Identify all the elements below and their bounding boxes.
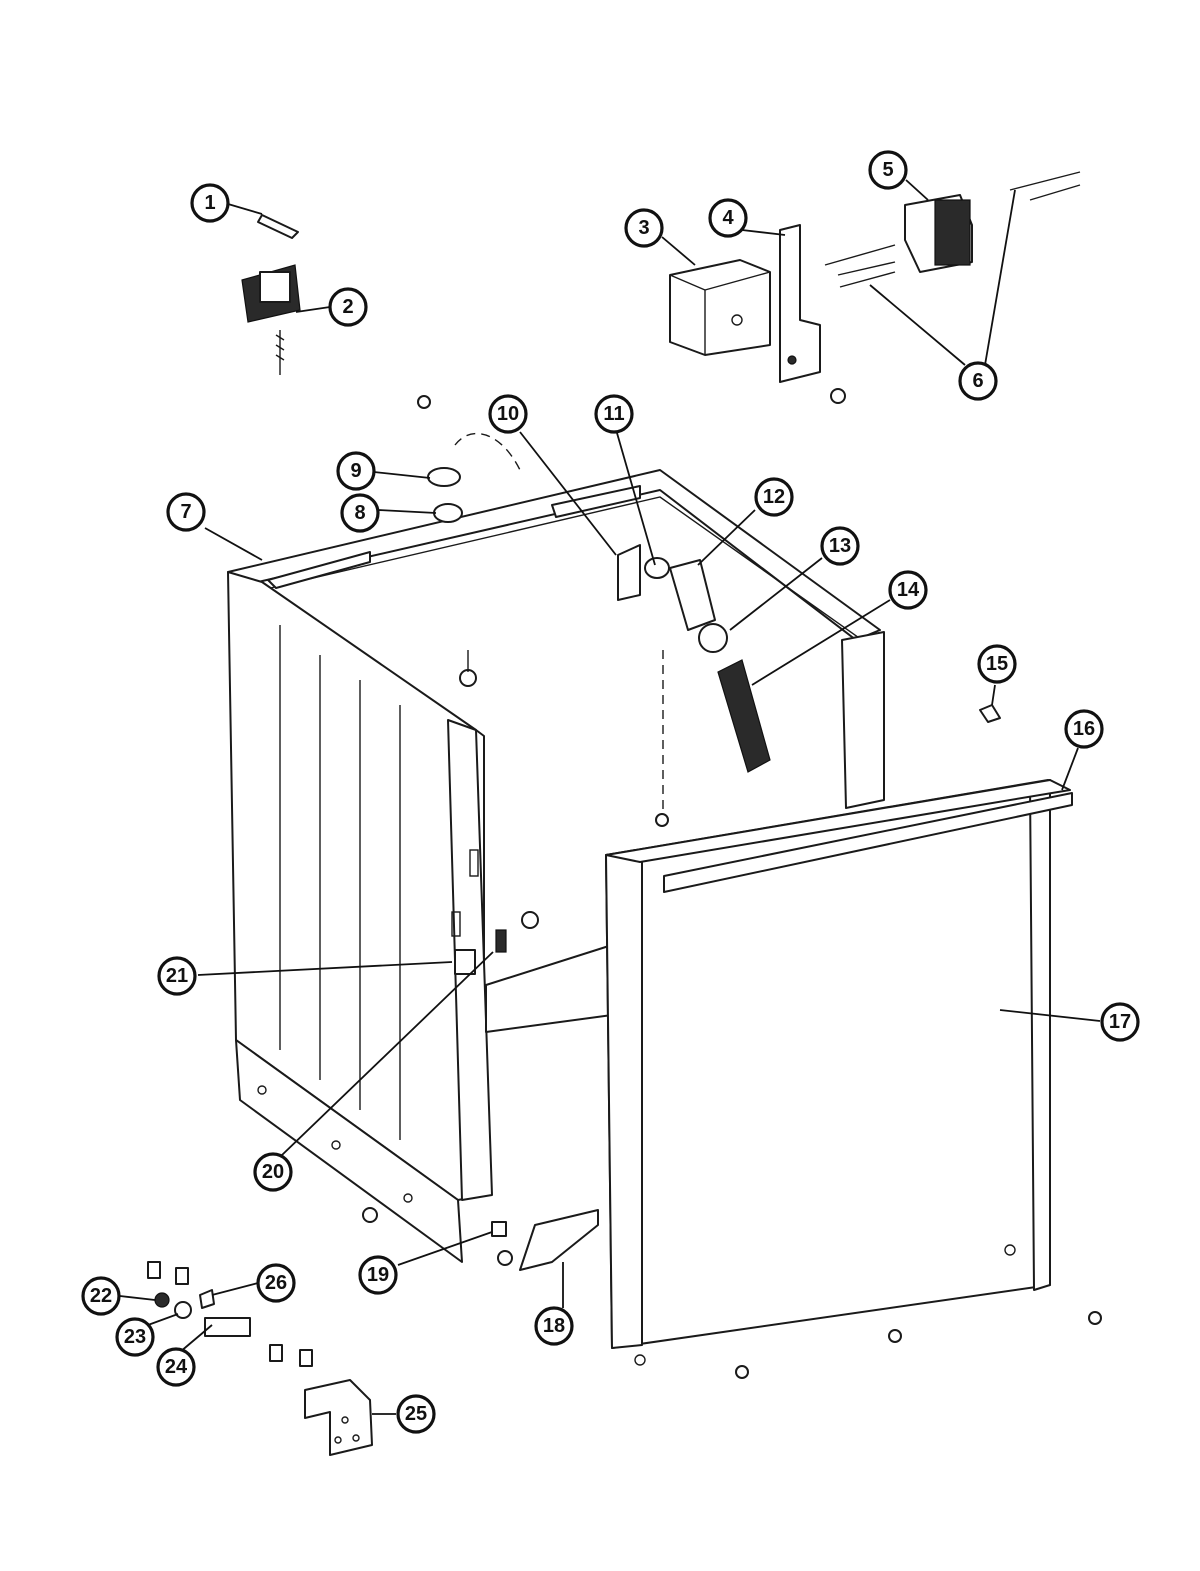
callout-11: 11 xyxy=(594,394,634,434)
callout-label: 15 xyxy=(986,653,1008,675)
relay-block xyxy=(904,194,973,273)
callout-label: 24 xyxy=(165,1356,188,1378)
fill-nozzle xyxy=(617,544,641,601)
callout-label: 11 xyxy=(603,403,624,425)
callout-label: 2 xyxy=(342,296,353,318)
callout-18: 18 xyxy=(534,1306,574,1346)
o-ring xyxy=(644,557,670,579)
callout-2: 2 xyxy=(328,287,368,327)
callout-19: 19 xyxy=(358,1255,398,1295)
callout-label: 10 xyxy=(497,403,519,425)
cabinet-frame xyxy=(227,469,885,1263)
callout-label: 1 xyxy=(204,192,215,214)
valve-body xyxy=(669,559,716,631)
callout-15: 15 xyxy=(977,644,1017,684)
bracket xyxy=(519,1209,599,1271)
callout-label: 12 xyxy=(763,486,785,508)
callout-label: 6 xyxy=(972,370,983,392)
clip-part xyxy=(257,214,299,239)
callout-label: 25 xyxy=(405,1403,427,1425)
callout-13: 13 xyxy=(820,526,860,566)
cap-nut xyxy=(427,467,461,487)
callout-label: 3 xyxy=(638,217,649,239)
callout-label: 14 xyxy=(897,579,920,601)
callout-3: 3 xyxy=(624,208,664,248)
callout-8: 8 xyxy=(340,493,380,533)
mounting-bracket xyxy=(779,224,821,383)
callout-21: 21 xyxy=(157,956,197,996)
hinge-assembly xyxy=(147,1261,373,1456)
callout-6: 6 xyxy=(958,361,998,401)
callout-14: 14 xyxy=(888,570,928,610)
callout-label: 8 xyxy=(354,502,365,524)
grommet xyxy=(433,503,463,523)
solenoid-box xyxy=(669,259,771,356)
callout-label: 9 xyxy=(350,460,361,482)
callout-label: 22 xyxy=(90,1285,112,1307)
clip-15 xyxy=(979,704,1001,723)
callout-label: 19 xyxy=(367,1264,389,1286)
callout-16: 16 xyxy=(1064,709,1104,749)
callout-label: 23 xyxy=(124,1326,146,1348)
callout-25: 25 xyxy=(396,1394,436,1434)
callout-1: 1 xyxy=(190,183,230,223)
callout-20: 20 xyxy=(253,1152,293,1192)
callout-label: 5 xyxy=(882,159,893,181)
callout-label: 20 xyxy=(262,1161,284,1183)
callout-label: 16 xyxy=(1073,718,1095,740)
screws xyxy=(362,388,1102,1379)
callout-5: 5 xyxy=(868,150,908,190)
callout-4: 4 xyxy=(708,198,748,238)
front-panel xyxy=(605,779,1073,1366)
callout-label: 4 xyxy=(722,207,734,229)
wire-connectors xyxy=(824,171,1081,288)
callout-22: 22 xyxy=(81,1276,121,1316)
callout-label: 13 xyxy=(829,535,851,557)
callout-24: 24 xyxy=(156,1347,196,1387)
washer-filter xyxy=(698,623,728,653)
leader-lines xyxy=(119,179,1101,1415)
callout-label: 21 xyxy=(166,965,188,987)
callout-12: 12 xyxy=(754,477,794,517)
label-plate xyxy=(454,949,476,975)
callout-9: 9 xyxy=(336,451,376,491)
callout-10: 10 xyxy=(488,394,528,434)
callout-7: 7 xyxy=(166,492,206,532)
switch-assembly xyxy=(241,264,301,375)
routing-path xyxy=(454,432,521,471)
callout-17: 17 xyxy=(1100,1002,1140,1042)
callout-label: 17 xyxy=(1109,1011,1131,1033)
callout-23: 23 xyxy=(115,1317,155,1357)
callout-label: 7 xyxy=(180,501,191,523)
callout-label: 18 xyxy=(543,1315,565,1337)
screen-filter xyxy=(717,659,771,773)
callout-26: 26 xyxy=(256,1263,296,1303)
callout-label: 26 xyxy=(265,1272,287,1294)
